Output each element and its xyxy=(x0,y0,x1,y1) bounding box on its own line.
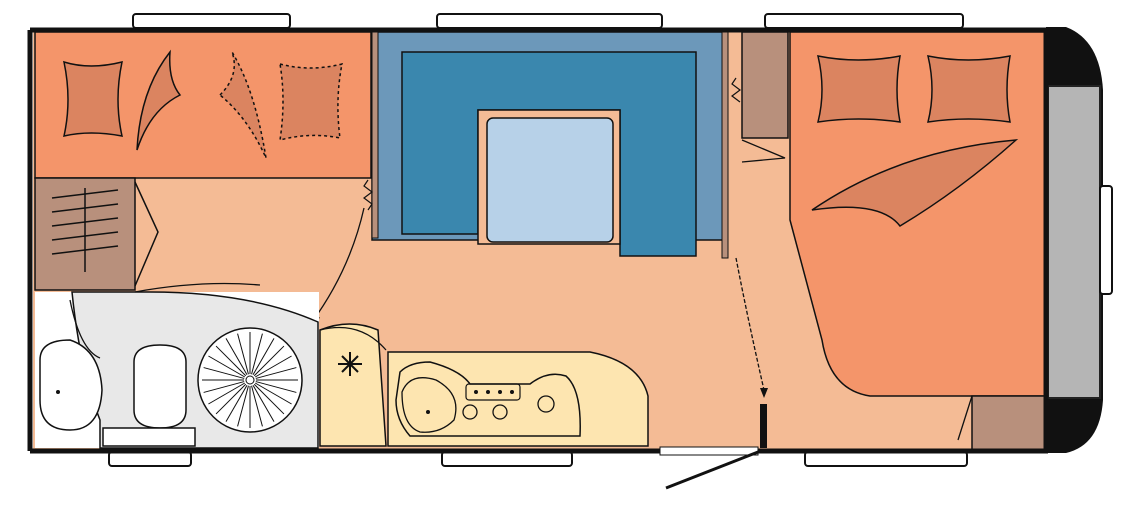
shower-drain-icon xyxy=(197,327,303,433)
washbasin xyxy=(39,339,103,431)
window xyxy=(804,451,968,467)
table xyxy=(486,117,614,243)
entrance-door-threshold xyxy=(659,446,759,456)
entrance-door-leaf xyxy=(665,450,759,490)
dinette xyxy=(363,31,729,259)
pillow-outline xyxy=(279,62,343,142)
window xyxy=(132,13,291,29)
front-light xyxy=(1099,185,1113,295)
sink-hob-unit xyxy=(395,361,581,437)
pillow xyxy=(817,55,901,123)
window xyxy=(436,13,663,29)
pillow xyxy=(63,60,123,137)
window xyxy=(764,13,964,29)
entrance-arrow xyxy=(735,257,765,391)
folded-blanket xyxy=(811,139,1019,227)
front-double-bed xyxy=(789,31,1047,451)
cushion xyxy=(136,49,182,151)
sink-icon xyxy=(401,377,457,433)
pillow xyxy=(927,55,1011,123)
drain-spoke xyxy=(208,382,246,405)
bedside-cabinet xyxy=(971,395,1047,451)
windows-top xyxy=(132,13,964,29)
window xyxy=(441,451,573,467)
drain-spoke xyxy=(203,381,245,393)
toilet-cistern xyxy=(102,427,196,447)
cushion-outline xyxy=(218,51,267,159)
drain-spoke xyxy=(254,382,292,405)
sliding-door-arrow xyxy=(311,207,365,323)
drain-spoke xyxy=(253,383,285,415)
front-wardrobe xyxy=(731,31,789,163)
rear-wardrobe xyxy=(34,177,159,291)
drain-spoke xyxy=(254,355,292,378)
drain-spoke xyxy=(225,384,248,422)
entrance-door-frame xyxy=(760,404,767,448)
drain-spoke xyxy=(255,381,297,393)
drain-spoke xyxy=(253,345,285,377)
drain-spoke xyxy=(251,333,263,375)
partition-left xyxy=(371,31,379,239)
drain-spoke xyxy=(252,338,275,376)
drain-spoke xyxy=(237,333,249,375)
walls xyxy=(27,27,1049,454)
drain-spoke xyxy=(215,345,247,377)
window xyxy=(108,451,192,467)
drain-spoke xyxy=(208,355,246,378)
rear-bunk-bed xyxy=(34,31,372,179)
drain-spoke xyxy=(251,385,263,427)
drain-spoke xyxy=(215,383,247,415)
drain-spoke xyxy=(225,338,248,376)
toilet xyxy=(133,344,187,429)
fridge xyxy=(319,323,387,447)
partition-right xyxy=(721,31,729,259)
hob-icon xyxy=(462,383,555,420)
drain-spoke xyxy=(255,367,297,379)
drain-spoke xyxy=(237,385,249,427)
drain-spoke xyxy=(252,384,275,422)
wardrobe-front-body xyxy=(741,31,789,139)
front-panel xyxy=(1047,85,1101,399)
snowflake-icon xyxy=(338,352,362,376)
kitchen xyxy=(319,323,649,447)
drain-spoke xyxy=(203,367,245,379)
bathroom xyxy=(35,282,319,449)
windows-bottom xyxy=(108,451,968,467)
